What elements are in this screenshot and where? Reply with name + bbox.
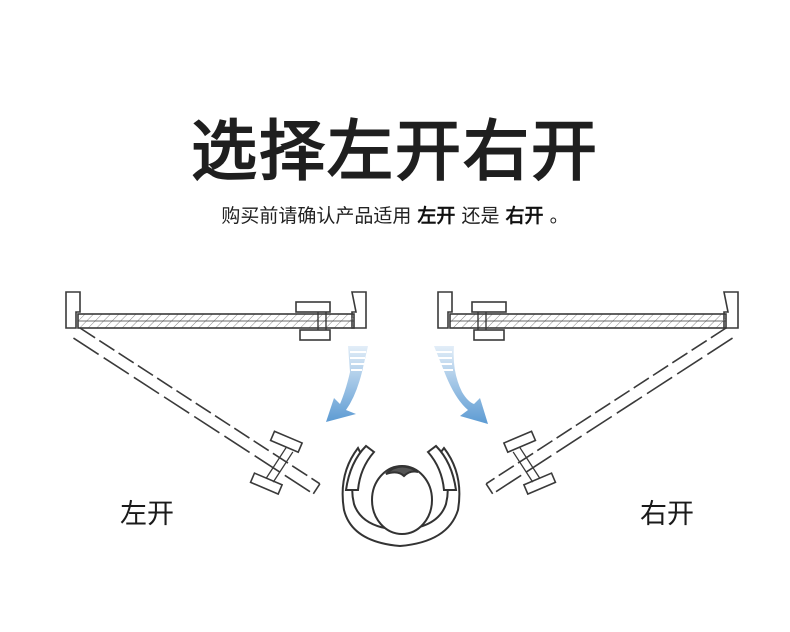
left-swing-arrow	[326, 346, 368, 422]
right-open-label: 右开	[640, 499, 694, 530]
right-door-handle	[471, 301, 507, 313]
left-door-diagram	[65, 291, 367, 496]
left-door-frame-jamb	[65, 291, 81, 329]
right-swing-arrow	[434, 346, 488, 424]
instruction-text: 购买前请确认产品适用 左开 还是 右开 。	[0, 201, 790, 231]
left-door-open-panel	[73, 327, 321, 496]
person-top-view-icon	[341, 444, 461, 548]
right-door-frame-jamb-left	[437, 291, 453, 329]
right-door-diagram	[437, 291, 739, 496]
right-door-open-panel	[485, 327, 733, 496]
left-door-handle	[295, 301, 331, 313]
instruction-prefix: 购买前请确认产品适用	[221, 205, 412, 227]
page-title: 选择左开右开	[191, 113, 599, 190]
instruction-right-option: 右开	[505, 205, 544, 227]
instruction-suffix: 。	[549, 205, 569, 227]
instruction-left-option: 左开	[417, 205, 456, 227]
instruction-middle: 还是	[461, 205, 500, 227]
left-open-label: 左开	[120, 499, 174, 530]
